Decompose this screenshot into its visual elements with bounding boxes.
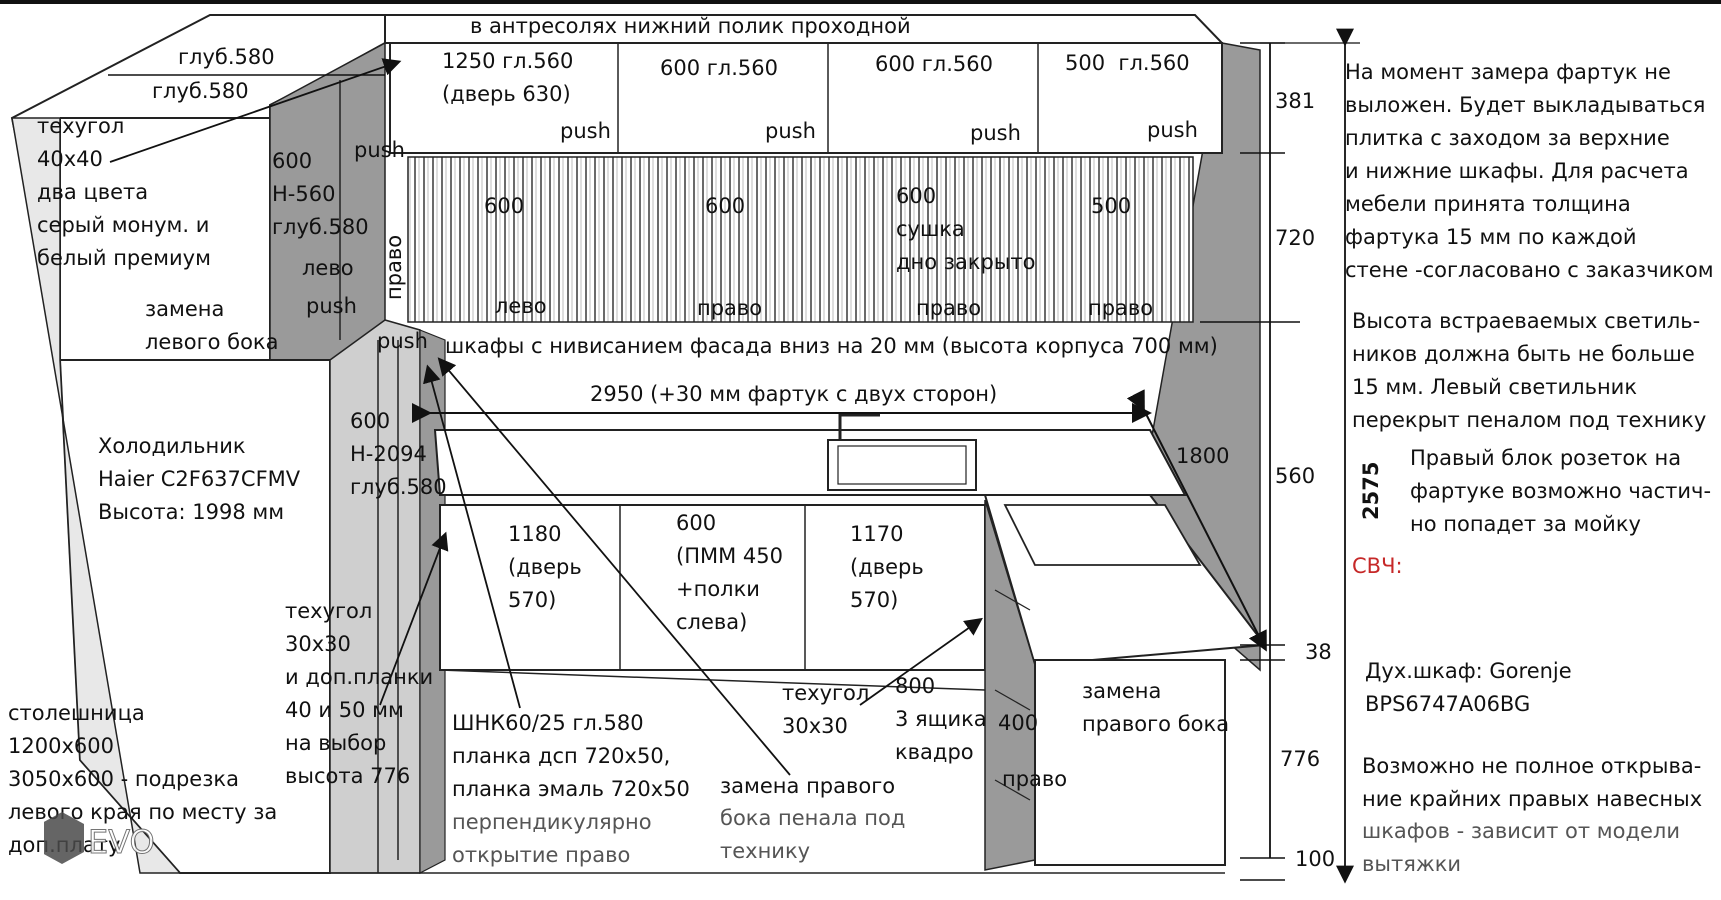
replace-right-side-label: замена правого бока bbox=[1082, 679, 1230, 736]
leader-corner-trim bbox=[109, 58, 402, 163]
replace-right-penal-label: замена правого bbox=[720, 774, 896, 798]
replace-right-penal-grey-label: бока пенала под технику bbox=[720, 806, 906, 863]
width-2950-label: 2950 (+30 мм фартук с двух сторон) bbox=[590, 382, 998, 406]
note-doors-grey: шкафов - зависит от модели вытяжки bbox=[1362, 819, 1680, 876]
fridge-left-side bbox=[11, 117, 182, 874]
note-doors: Возможно не полное открыва- ние крайних … bbox=[1362, 754, 1703, 811]
leader-right-penal bbox=[437, 357, 791, 776]
evo-logo: EVO bbox=[44, 808, 164, 878]
base-cabinet-1-label: 1180 (дверь 570) bbox=[508, 522, 582, 612]
right-base-cabinet bbox=[1034, 659, 1226, 866]
dim-776: 776 bbox=[1280, 747, 1321, 771]
push-label-4: push bbox=[1147, 118, 1198, 142]
shnk-grey-label: перпендикулярно открытие право bbox=[452, 810, 652, 867]
push-label-2: push bbox=[765, 119, 816, 143]
sink bbox=[827, 439, 977, 491]
dim-100: 100 bbox=[1295, 847, 1336, 871]
dim-38: 38 bbox=[1305, 640, 1332, 664]
dimension-1800 bbox=[1126, 389, 1267, 652]
shnk-label: ШНК60/25 гл.580 планка дсп 720х50, планк… bbox=[452, 711, 690, 801]
depth-label-a: глуб.580 bbox=[178, 45, 275, 69]
tall-cabinet-label: 600 Н-2094 глуб.580 bbox=[350, 409, 447, 499]
apron-cabinet-4-label: 500 bbox=[1091, 194, 1132, 218]
upper-cabinet-1-label: 1250 гл.560 (дверь 630) bbox=[442, 49, 574, 106]
corner-trim-3-label: техугол 30х30 bbox=[782, 681, 870, 738]
push-label-6: push bbox=[306, 294, 357, 318]
pravo-label-2: право bbox=[916, 296, 982, 320]
fridge-label: Холодильник Haier C2F637CFMV Высота: 199… bbox=[98, 434, 301, 524]
dim-381: 381 bbox=[1275, 89, 1316, 113]
note-apron: На момент замера фартук не выложен. Буде… bbox=[1345, 60, 1714, 282]
upper-cabinet-2-label: 600 гл.560 bbox=[660, 56, 778, 80]
apron-cabinet-3-label: 600 сушка дно закрыто bbox=[896, 184, 1036, 274]
upper-cabinets bbox=[389, 42, 1223, 154]
depth-label-b: глуб.580 bbox=[152, 79, 249, 103]
push-label-5: push bbox=[354, 138, 405, 162]
facade-note: шкафы с нивисанием фасада вниз на 20 мм … bbox=[445, 334, 1218, 358]
push-label-3: push bbox=[970, 121, 1021, 145]
dim-720: 720 bbox=[1275, 226, 1316, 250]
leader-corner-trim-3 bbox=[859, 617, 983, 706]
levo-label-1: лево bbox=[302, 256, 354, 280]
levo-label-2: лево bbox=[495, 294, 547, 318]
upper-cabinet-4-label: 500 гл.560 bbox=[1065, 51, 1190, 75]
hob bbox=[1003, 504, 1202, 566]
leader-corner-trim-2 bbox=[379, 531, 449, 706]
side-1800-label: 1800 bbox=[1176, 444, 1230, 468]
dim-560: 560 bbox=[1275, 464, 1316, 488]
corner-trim-label: техугол 40х40 два цвета серый монум. и б… bbox=[37, 114, 211, 270]
mid-tall-cabinet-label: 600 Н-560 глуб.580 bbox=[272, 149, 369, 239]
pravo-label-1: право bbox=[697, 296, 763, 320]
countertop bbox=[433, 429, 1187, 496]
top-border bbox=[0, 0, 1721, 4]
corner-trim-2-label: техугол 30х30 и доп.планки 40 и 50 мм на… bbox=[285, 599, 434, 788]
dim-2575: 2575 bbox=[1359, 461, 1383, 520]
push-label-7: push bbox=[377, 329, 428, 353]
apron-cabinet-2-label: 600 bbox=[705, 194, 746, 218]
slatted-cabinets bbox=[407, 156, 1194, 323]
pravo-label-4: право bbox=[1002, 767, 1068, 791]
replace-left-side-label: замена левого бока bbox=[145, 297, 279, 354]
leader-shnk bbox=[423, 364, 521, 709]
note-sockets: Правый блок розеток на фартуке возможно … bbox=[1410, 446, 1712, 536]
note-lights: Высота встраеваемых светиль- ников должн… bbox=[1352, 309, 1707, 432]
microwave-label: СВЧ: bbox=[1352, 554, 1403, 578]
upper-cabinet-3-label: 600 гл.560 bbox=[875, 52, 993, 76]
base-cabinet-2-label: 600 (ПММ 450 +полки слева) bbox=[676, 511, 783, 634]
pravo-vertical-label: право bbox=[382, 234, 406, 300]
logo-text: EVO bbox=[88, 823, 155, 861]
base-cabinet-3-label: 1170 (дверь 570) bbox=[850, 522, 924, 612]
mezzanine-note: в антресолях нижний полик проходной bbox=[470, 14, 911, 38]
n400-label: 400 bbox=[998, 711, 1039, 735]
pravo-label-3: право bbox=[1088, 296, 1154, 320]
apron-cabinet-1-label: 600 bbox=[484, 194, 525, 218]
oven-label: Дух.шкаф: Gorenje BPS6747A06BG bbox=[1365, 659, 1572, 716]
push-label-1: push bbox=[560, 119, 611, 143]
base-cabinets bbox=[439, 504, 986, 671]
drawers-label: 800 3 ящика квадро bbox=[895, 674, 987, 764]
